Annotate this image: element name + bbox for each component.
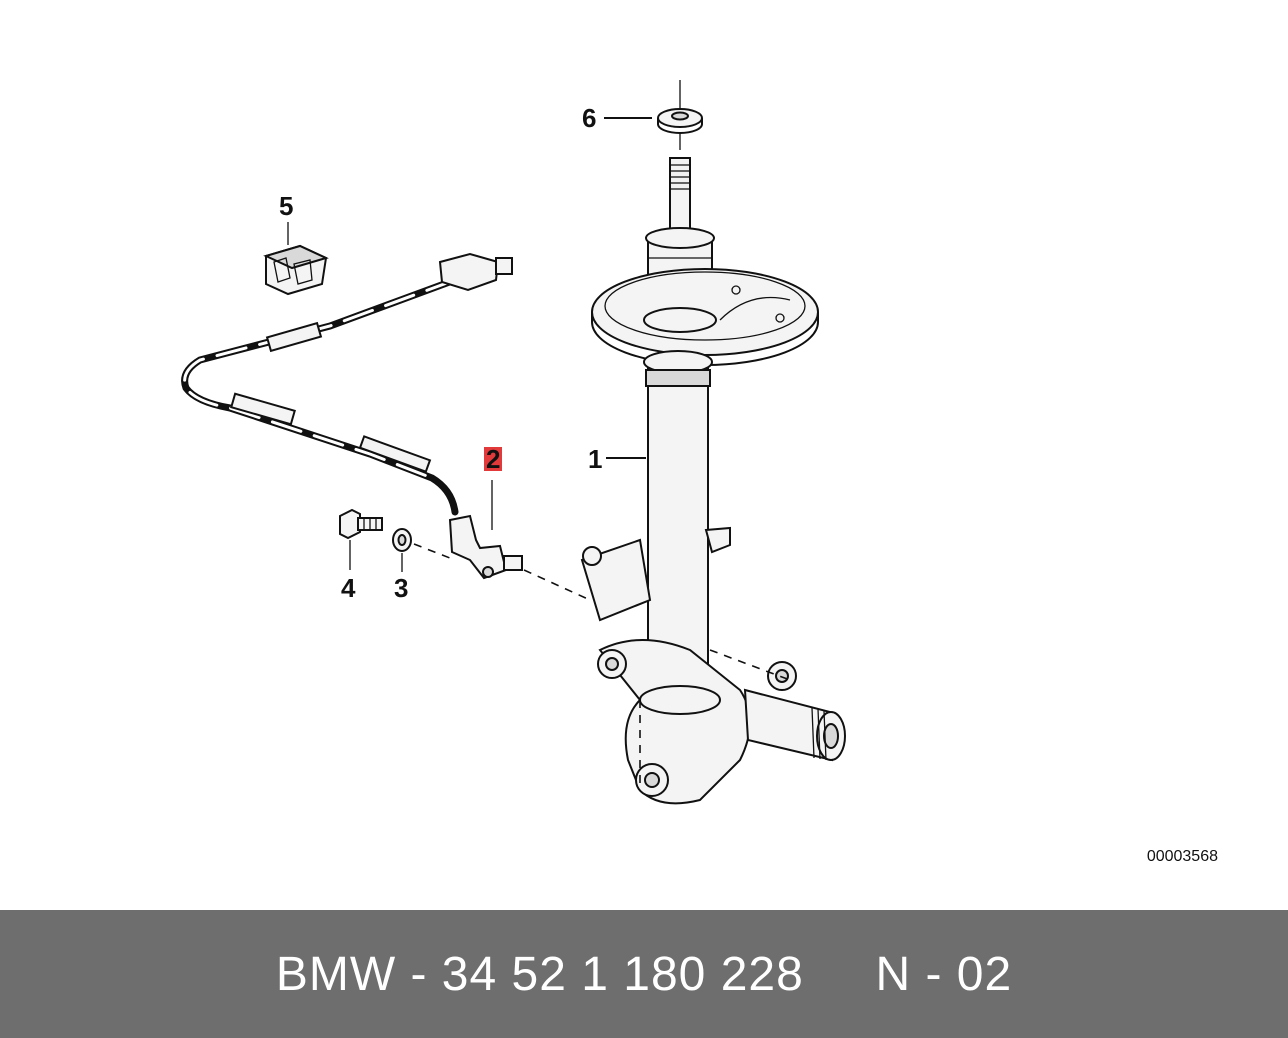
part-1-shock-strut	[580, 157, 846, 805]
callout-1: 1	[588, 444, 602, 474]
part-3-washer	[392, 528, 456, 572]
part-number-caption: BMW - 34 52 1 180 228 N - 02	[275, 947, 1013, 1001]
callout-5: 5	[279, 191, 293, 221]
callout-6: 6	[582, 103, 596, 133]
callout-4: 4	[341, 573, 356, 603]
parts-diagram: 6 1 5 2 3 4	[181, 80, 846, 805]
callout-2: 2	[486, 444, 500, 474]
part-6-washer	[657, 80, 703, 150]
callout-2-highlight	[484, 447, 502, 471]
part-2-abs-sensor	[181, 252, 591, 601]
callout-3: 3	[394, 573, 408, 603]
part-5-clip	[263, 222, 329, 296]
part-4-bolt	[339, 508, 383, 570]
drawing-number: 00003568	[1146, 848, 1218, 865]
footer-bar: BMW - 34 52 1 180 228 N - 02	[0, 910, 1288, 1038]
